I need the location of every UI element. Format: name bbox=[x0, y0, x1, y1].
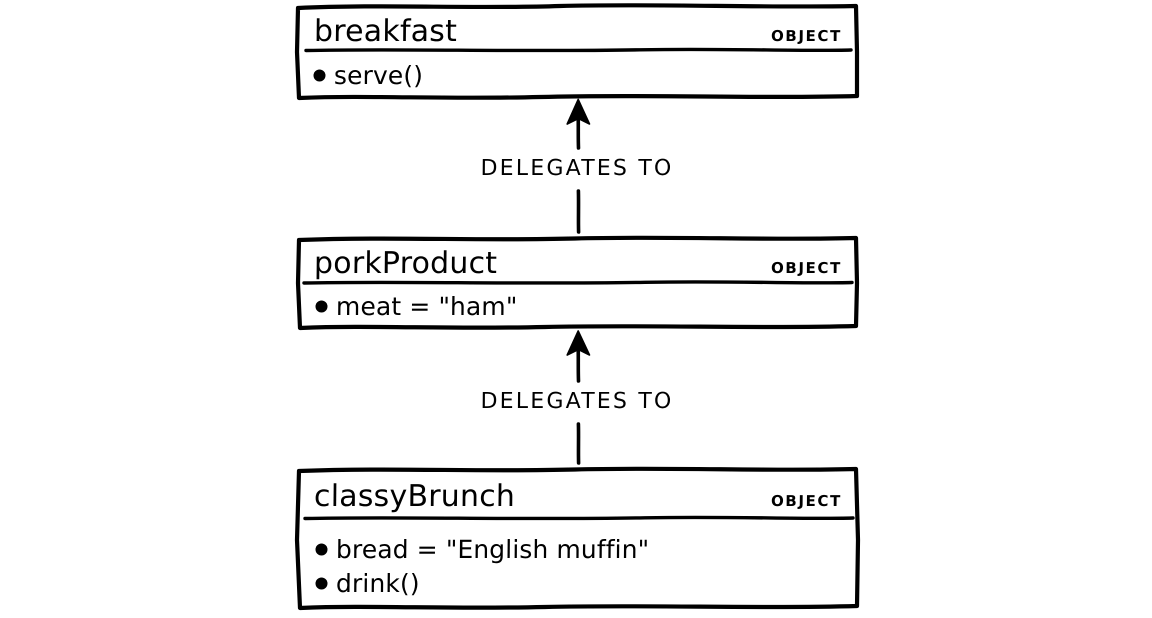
member-label: bread = "English muffin" bbox=[335, 535, 650, 564]
box-outline-porkproduct bbox=[295, 235, 860, 331]
header-rule-porkproduct bbox=[302, 280, 854, 285]
object-members-breakfast: serve() bbox=[296, 61, 858, 90]
object-box-breakfast[interactable]: breakfast OBJECT serve() bbox=[296, 5, 858, 98]
circle-bullet-icon bbox=[316, 544, 327, 555]
object-kind-label-porkproduct: OBJECT bbox=[771, 259, 843, 277]
object-members-classybrunch: bread = "English muffin" drink() bbox=[296, 535, 858, 598]
object-box-classybrunch[interactable]: classyBrunch OBJECT bread = "English muf… bbox=[296, 468, 858, 608]
box-outline-breakfast bbox=[294, 3, 860, 101]
member-row: bread = "English muffin" bbox=[316, 535, 838, 564]
member-label: drink() bbox=[335, 569, 420, 598]
relationship-label-delegates-to-upper: DELEGATES TO bbox=[480, 156, 674, 181]
header-rule-breakfast bbox=[304, 47, 853, 53]
object-kind-label-breakfast: OBJECT bbox=[771, 27, 843, 45]
member-row: serve() bbox=[314, 61, 840, 90]
object-title-porkproduct: porkProduct bbox=[313, 246, 498, 281]
circle-bullet-icon bbox=[316, 578, 327, 589]
circle-bullet-icon bbox=[316, 301, 327, 312]
arrowhead-icon-1 bbox=[566, 98, 591, 125]
object-title-classybrunch: classyBrunch bbox=[313, 479, 516, 514]
object-header-breakfast: breakfast OBJECT bbox=[296, 14, 858, 49]
member-row: drink() bbox=[316, 569, 838, 598]
box-outline-classybrunch bbox=[294, 466, 861, 611]
object-members-porkproduct: meat = "ham" bbox=[296, 292, 858, 321]
object-kind-label-classybrunch: OBJECT bbox=[771, 492, 843, 510]
object-title-breakfast: breakfast bbox=[313, 14, 458, 49]
arrowhead-icon-2 bbox=[566, 330, 591, 356]
member-row: meat = "ham" bbox=[316, 292, 838, 321]
member-label: serve() bbox=[333, 61, 424, 90]
header-rule-classybrunch bbox=[303, 515, 855, 521]
object-box-porkproduct[interactable]: porkProduct OBJECT meat = "ham" bbox=[296, 237, 858, 328]
object-header-classybrunch: classyBrunch OBJECT bbox=[296, 479, 858, 514]
member-label: meat = "ham" bbox=[335, 292, 518, 321]
relationship-label-delegates-to-lower: DELEGATES TO bbox=[480, 389, 674, 414]
object-header-porkproduct: porkProduct OBJECT bbox=[296, 246, 858, 281]
circle-bullet-icon bbox=[314, 70, 325, 81]
